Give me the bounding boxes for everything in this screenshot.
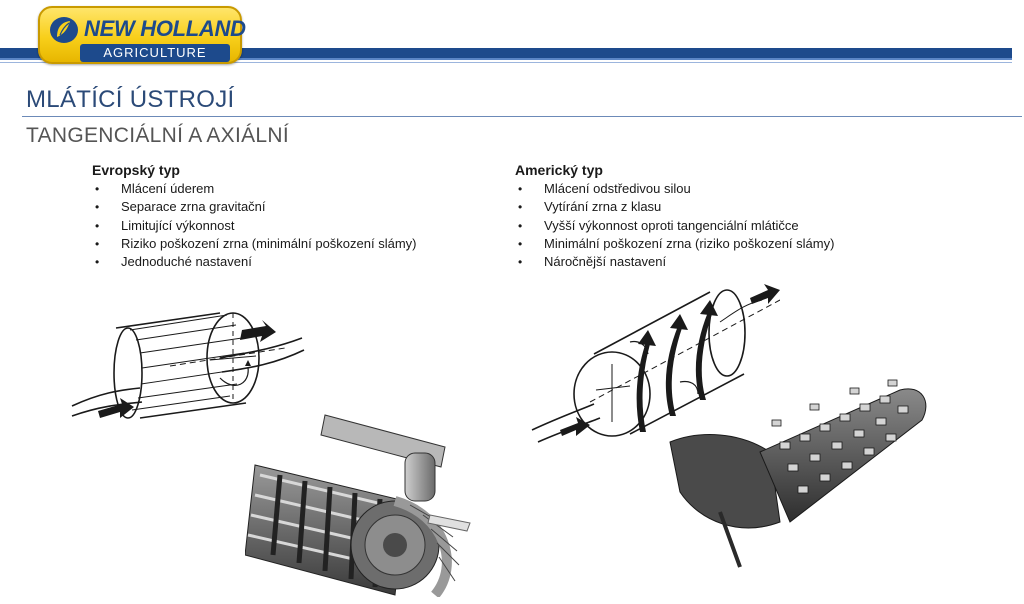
european-type-section: Evropský typ Mlácení úderem Separace zrn…: [92, 162, 417, 272]
axial-rotor-diagram: [531, 284, 780, 443]
header-band: [0, 48, 1012, 60]
list-item: Minimální poškození zrna (riziko poškoze…: [515, 235, 834, 254]
page-title: MLÁTÍCÍ ÚSTROJÍ: [26, 86, 235, 113]
european-heading: Evropský typ: [92, 162, 180, 178]
list-item: Limitující výkonnost: [92, 217, 417, 236]
american-type-section: Americký typ Mlácení odstředivou silou V…: [515, 162, 834, 272]
list-item: Riziko poškození zrna (minimální poškoze…: [92, 235, 417, 254]
header-accent-line: [0, 62, 1012, 63]
list-item: Jednoduché nastavení: [92, 253, 417, 272]
page-subtitle: TANGENCIÁLNÍ A AXIÁLNÍ: [26, 124, 289, 147]
logo-sub-text: AGRICULTURE: [80, 44, 230, 62]
axial-rotor-render: [669, 379, 927, 568]
list-item: Mlácení úderem: [92, 180, 417, 199]
list-item: Vyšší výkonnost oproti tangenciální mlát…: [515, 217, 834, 236]
american-list: Mlácení odstředivou silou Vytírání zrna …: [515, 180, 834, 272]
list-item: Separace zrna gravitační: [92, 198, 417, 217]
logo-brand-text: NEW HOLLAND: [84, 16, 246, 41]
list-item: Mlácení odstředivou silou: [515, 180, 834, 199]
tangential-drum-render: [245, 414, 471, 597]
list-item: Vytírání zrna z klasu: [515, 198, 834, 217]
new-holland-logo: NEW HOLLAND AGRICULTURE: [38, 6, 246, 64]
tangential-drum-diagram: [71, 312, 305, 419]
american-heading: Americký typ: [515, 162, 603, 178]
title-divider: [22, 116, 1022, 117]
european-list: Mlácení úderem Separace zrna gravitační …: [92, 180, 417, 272]
leaf-logo-icon: [50, 17, 78, 43]
list-item: Náročnější nastavení: [515, 253, 834, 272]
